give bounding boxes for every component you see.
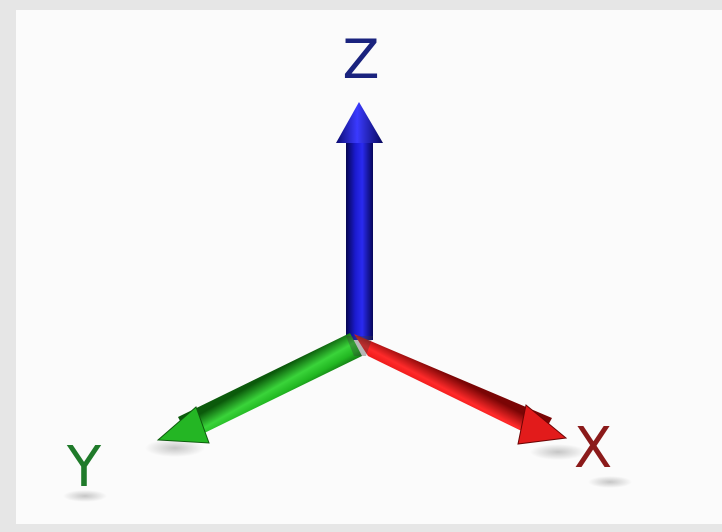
y-arrow-shadow <box>145 439 205 457</box>
y-axis-label: Y <box>66 435 102 500</box>
x-arrow-shadow <box>530 444 586 460</box>
y-axis <box>156 333 362 444</box>
x-label-shadow <box>588 476 632 488</box>
z-axis-arrowhead <box>336 102 383 143</box>
x-axis <box>354 334 568 445</box>
origin-hub <box>346 336 373 356</box>
x-axis-label: X <box>574 416 612 481</box>
z-axis-shaft <box>346 140 373 340</box>
z-axis-label: Z <box>343 28 380 91</box>
x-axis-arrowhead <box>517 404 568 445</box>
z-axis <box>336 102 383 340</box>
x-axis-shaft <box>354 334 552 440</box>
y-axis-shaft <box>178 333 362 440</box>
y-axis-arrowhead <box>156 406 210 444</box>
y-label-shadow <box>63 490 107 502</box>
